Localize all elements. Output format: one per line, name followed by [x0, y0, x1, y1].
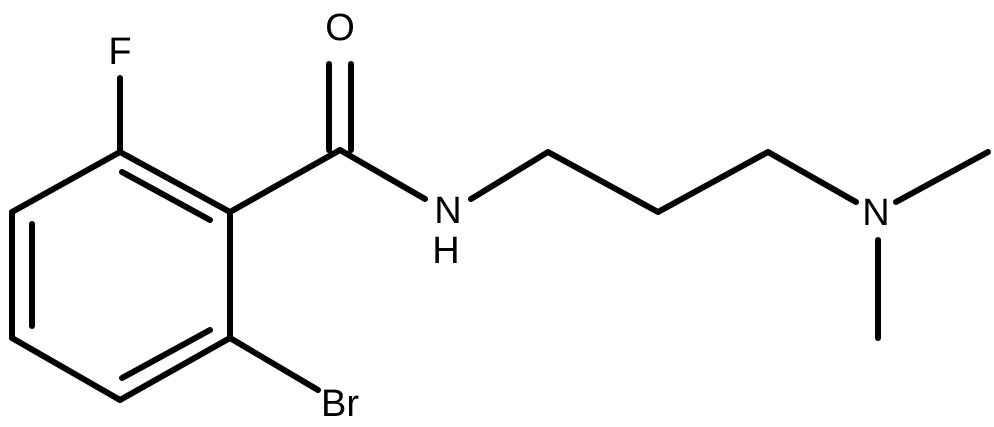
ring-bond-c1-c2 — [117, 149, 233, 215]
atom-label-oxygen: O — [325, 7, 355, 49]
bond-c1-c2 — [545, 149, 661, 215]
ring-bond-c5-c6 — [117, 335, 233, 403]
bond-ring-carbonyl — [227, 147, 343, 215]
bond-nitrogen-c1 — [468, 149, 551, 202]
ring-bond-c4-c5 — [9, 335, 123, 403]
bond-carbonyl-nitrogen — [337, 147, 428, 202]
atom-label-nitrogen-amine: N — [862, 192, 889, 234]
atom-label-nitrogen-amide: N — [434, 190, 461, 232]
atom-label-hydrogen-amide: H — [432, 230, 459, 272]
bond-c3-amine — [765, 149, 859, 205]
bond-amine-methyl-upper — [893, 149, 991, 205]
atom-label-bromine: Br — [321, 383, 359, 425]
bond-ring-bromine — [227, 335, 321, 393]
ring-bond-c2-c3 — [9, 149, 123, 215]
atom-label-fluorine: F — [108, 31, 131, 73]
benzene-ring — [9, 149, 233, 403]
bond-c2-c3 — [655, 149, 771, 215]
ring-inner-double-bond-top — [119, 169, 213, 223]
ring-inner-double-bond-bottom — [119, 327, 213, 381]
